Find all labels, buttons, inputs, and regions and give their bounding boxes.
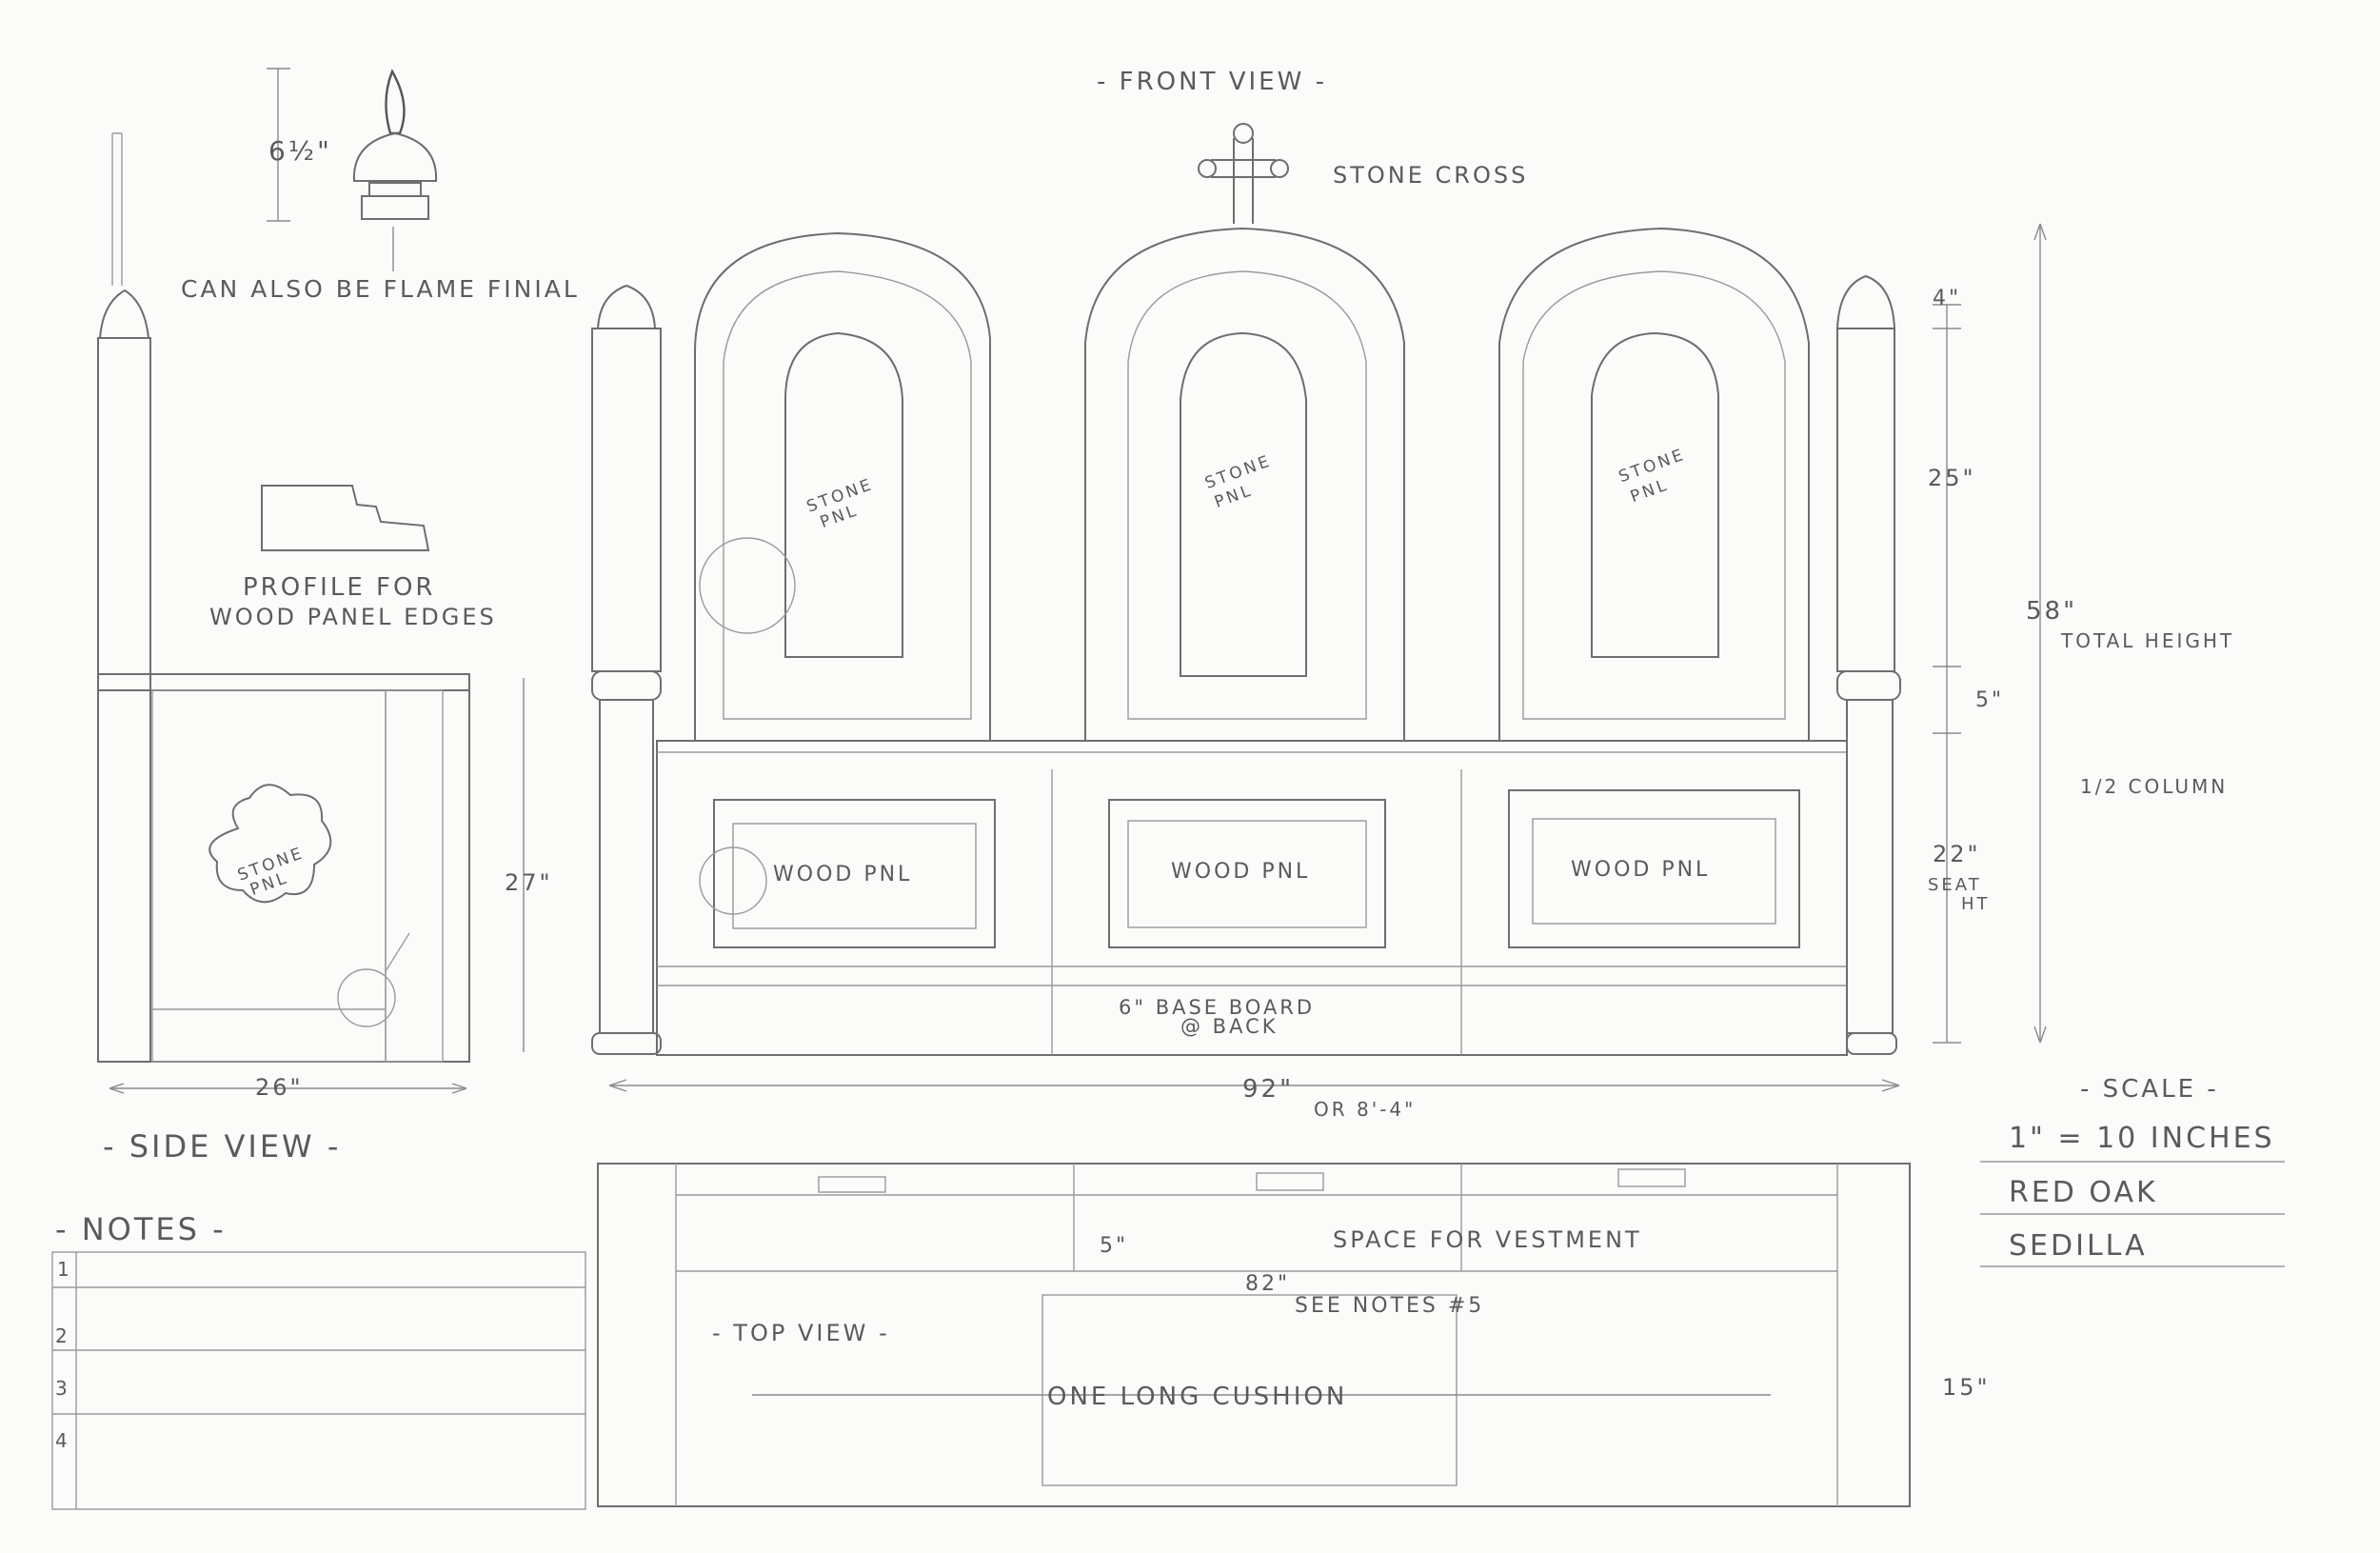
front-view-title: - FRONT VIEW - [1097,68,1327,96]
flame-finial-note: CAN ALSO BE FLAME FINIAL [181,275,580,303]
arch-3: STONE PNL [1498,227,1810,741]
right-column [1835,274,1901,1055]
see-notes-label: SEE NOTES #5 [1295,1294,1484,1318]
profile-label-1: PROFILE FOR [243,573,436,602]
width-ft-dim: OR 8'-4" [1314,1098,1416,1121]
item-label: SEDILLA [2009,1229,2148,1263]
top-depth-dim: 5" [1100,1234,1128,1258]
cap-dim: 4" [1933,287,1961,310]
scale-heading: - SCALE - [2080,1075,2219,1104]
top-view: SPACE FOR VESTMENT 5" 82" SEE NOTES #5 -… [597,1163,1991,1507]
top-inner-dim: 82" [1245,1272,1290,1296]
finial-detail: 6½" CAN ALSO BE FLAME FINIAL [181,68,580,303]
wood-panel-3: WOOD PNL [1508,789,1800,948]
top-side-dim: 15" [1942,1374,1991,1401]
top-outline [597,1163,1911,1507]
note-number-1: 1 [57,1258,72,1281]
seat-dim: 22" [1933,841,1981,867]
flame-finial [385,69,406,135]
scale-value: 1" = 10 INCHES [2009,1122,2275,1155]
notes-block: - NOTES - 1 2 3 4 [51,1211,586,1510]
seat-ht-label-1: SEAT [1928,875,1982,895]
baseboard-label-2: @ BACK [1180,1015,1279,1038]
total-height-dim: 58" [2026,597,2077,626]
side-height-dim: 27" [505,869,553,896]
title-block: - SCALE - 1" = 10 INCHES RED OAK SEDILLA [1980,1075,2285,1267]
rail-dim: 5" [1975,688,2004,712]
wood-panel-3-label: WOOD PNL [1571,858,1710,882]
profile-label-2: WOOD PANEL EDGES [209,604,497,630]
note-number-4: 4 [55,1429,70,1452]
total-height-label: TOTAL HEIGHT [2060,629,2234,652]
finial-dim: 6½" [268,135,332,167]
baseboard-label-1: 6" BASE BOARD [1119,996,1315,1019]
stone-cross [1211,138,1276,224]
arch-1: STONE PNL [694,231,991,741]
front-view: - FRONT VIEW - STONE CROSS [591,68,2234,1121]
top-view-title: - TOP VIEW - [712,1320,890,1346]
wood-panel-1: WOOD PNL [699,799,996,948]
stone-cross-label: STONE CROSS [1333,162,1528,189]
profile-shape [261,485,430,551]
note-number-3: 3 [55,1377,70,1400]
wood-panel-1-label: WOOD PNL [773,863,912,886]
side-stone-panel [208,784,332,904]
half-column-label: 1/2 COLUMN [2080,775,2228,798]
notes-title: - NOTES - [55,1211,227,1247]
left-column [591,284,662,1055]
seat-ht-label-2: HT [1961,894,1991,914]
side-view-title: - SIDE VIEW - [103,1128,341,1165]
arch-panel-dim: 25" [1928,465,1976,491]
material-label: RED OAK [2009,1176,2158,1209]
arch-2: STONE PNL [1084,227,1405,741]
side-depth-dim: 26" [255,1074,304,1101]
wood-panel-2: WOOD PNL [1108,799,1386,948]
side-finial [98,289,150,339]
note-number-2: 2 [55,1324,70,1347]
side-post [97,337,151,1063]
wood-panel-2-label: WOOD PNL [1171,860,1310,884]
width-dim: 92" [1242,1075,1294,1104]
vestment-space-label: SPACE FOR VESTMENT [1333,1226,1642,1253]
cushion-label: ONE LONG CUSHION [1047,1383,1347,1411]
